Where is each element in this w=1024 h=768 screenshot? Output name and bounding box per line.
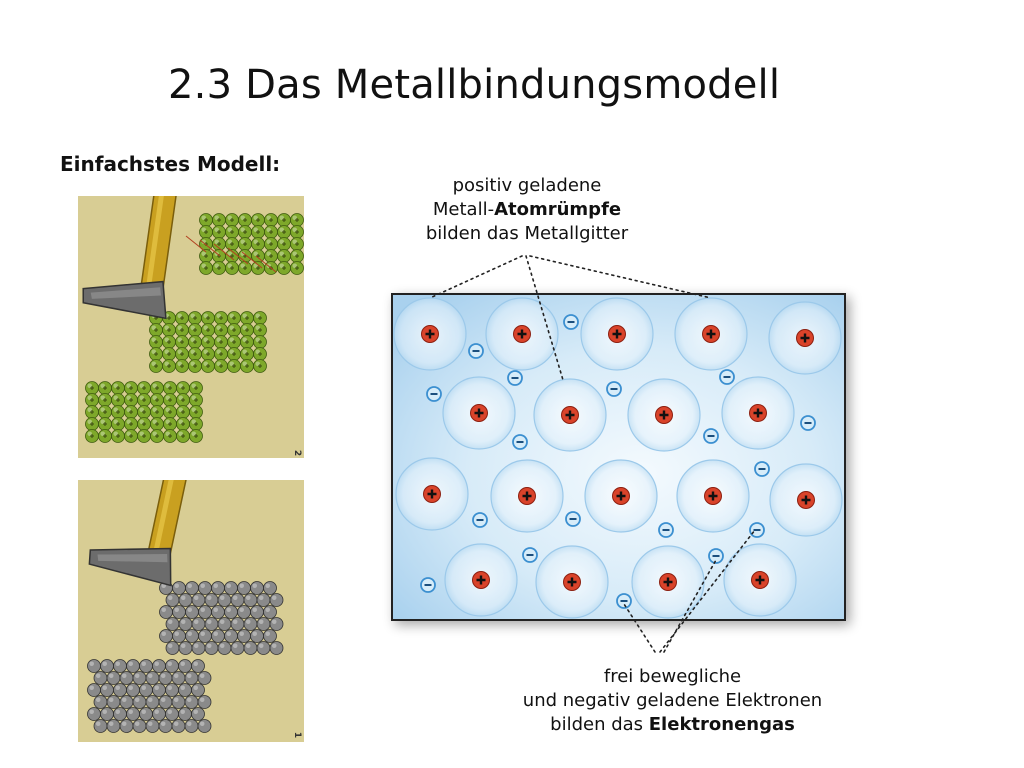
electron	[426, 386, 442, 402]
metal-ion	[395, 457, 469, 531]
electron	[565, 511, 581, 527]
metal-ion	[674, 297, 748, 371]
metal-ion	[442, 376, 516, 450]
atom-block	[199, 213, 304, 275]
electron	[472, 512, 488, 528]
hammer-deformation-image-top: 2	[78, 196, 304, 458]
metal-ion	[627, 378, 701, 452]
electron	[563, 314, 579, 330]
electron	[616, 593, 632, 609]
metal-ion	[533, 378, 607, 452]
electron	[703, 428, 719, 444]
electron	[800, 415, 816, 431]
label-electron-gas-line1: frei bewegliche	[603, 666, 742, 687]
subtitle: Einfachstes Modell:	[60, 152, 281, 176]
label-atom-cores-line1: positiv geladene	[452, 175, 602, 196]
hammer-top-drawing	[82, 196, 304, 443]
label-atom-cores-line2: Metall-Atomrümpfe	[432, 199, 622, 220]
hammer-bottom-drawing	[87, 480, 284, 733]
electron	[719, 369, 735, 385]
metal-ion	[721, 376, 795, 450]
metal-ion	[535, 545, 609, 619]
electron	[754, 461, 770, 477]
electron	[749, 522, 765, 538]
atom-block	[85, 381, 203, 443]
electron	[468, 343, 484, 359]
atom-block	[159, 581, 284, 655]
metal-ion	[393, 297, 467, 371]
metal-ion	[580, 297, 654, 371]
leader-line	[623, 603, 656, 653]
electron	[606, 381, 622, 397]
metal-ion	[676, 459, 750, 533]
label-atom-cores-line3: bilden das Metallgitter	[425, 223, 629, 244]
leader-line	[663, 559, 717, 653]
metal-ion	[584, 459, 658, 533]
electron	[512, 434, 528, 450]
atom-block	[87, 659, 212, 733]
electron	[522, 547, 538, 563]
metal-ion	[723, 543, 797, 617]
hammer-icon	[88, 480, 193, 587]
electron	[420, 577, 436, 593]
hammer-deformation-image-bottom: 1	[78, 480, 304, 742]
leader-line	[429, 255, 523, 299]
metal-ion	[485, 297, 559, 371]
electron	[708, 548, 724, 564]
metal-ion	[768, 301, 842, 375]
metal-ion	[490, 459, 564, 533]
metal-ion	[444, 543, 518, 617]
slide-title: 2.3 Das Metallbindungsmodell	[168, 62, 781, 108]
atom-block	[149, 311, 267, 373]
electron	[507, 370, 523, 386]
label-electron-gas-line3: bilden das Elektronengas	[550, 714, 795, 735]
metal-ion	[631, 545, 705, 619]
metal-ion	[769, 463, 843, 537]
hammer-icon	[82, 196, 179, 320]
label-electron-gas: frei bewegliche und negativ geladene Ele…	[500, 665, 845, 737]
leader-line	[525, 255, 564, 381]
label-electron-gas-line2: und negativ geladene Elektronen	[522, 690, 823, 711]
label-atom-cores: positiv geladene Metall-Atomrümpfe bilde…	[402, 174, 652, 246]
electron	[658, 522, 674, 538]
leader-line	[529, 255, 712, 299]
